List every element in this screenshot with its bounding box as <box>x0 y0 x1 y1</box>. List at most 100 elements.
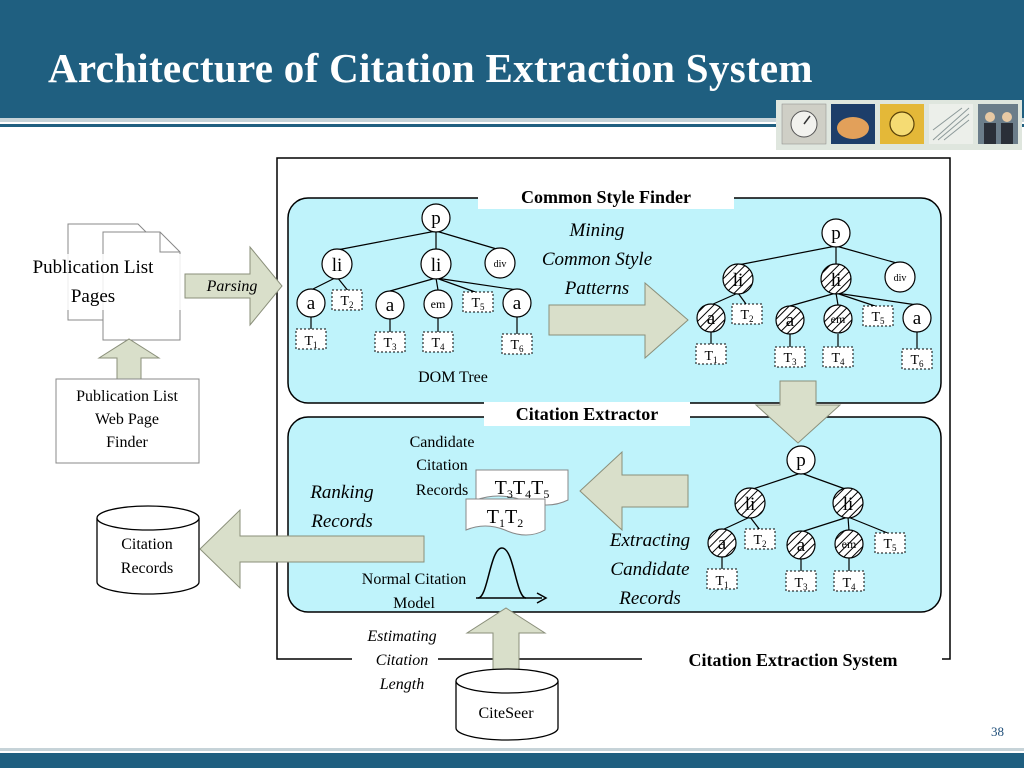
citeseer-cylinder <box>455 668 559 741</box>
finder-label-1: Publication List <box>76 388 178 405</box>
citation-records-cylinder <box>96 505 200 595</box>
extractor-token-t2: T2 <box>753 533 766 549</box>
normal-distribution-curve <box>476 547 548 604</box>
title-stripe-light <box>0 118 1024 122</box>
mined-tree-nodes <box>696 218 932 335</box>
parsing-arrow <box>184 245 283 327</box>
citeseer-label: CiteSeer <box>478 705 534 722</box>
extracting-label-2: Candidate <box>610 559 689 580</box>
extractor-tree-nodes <box>707 445 864 560</box>
system-title-mask <box>642 646 942 670</box>
mined-tree <box>710 245 918 350</box>
finder-label-3: Finder <box>106 434 148 451</box>
extractor-node-em: em <box>842 537 857 551</box>
parsing-label: Parsing <box>206 278 258 295</box>
dom-token-t6: T6 <box>510 338 524 354</box>
mined-node-li-2: li <box>831 270 842 291</box>
extractor-token-t1: T1 <box>715 574 728 590</box>
candidate-label-1: Candidate <box>410 434 475 451</box>
mined-token-t4: T4 <box>831 351 845 367</box>
dom-token-t4: T4 <box>431 336 445 352</box>
citation-records-label-2: Records <box>121 560 173 577</box>
ranking-label-1: Ranking <box>309 482 373 503</box>
slide-title: Architecture of Citation Extraction Syst… <box>48 45 813 91</box>
mining-arrow <box>548 281 689 360</box>
mined-token-t6: T6 <box>910 353 924 369</box>
estimating-label-1: Estimating <box>366 628 436 645</box>
system-outer-box <box>276 157 951 660</box>
dom-node-p: p <box>431 208 441 229</box>
extracting-arrow <box>579 450 689 532</box>
candidate-record-card-2 <box>465 498 546 536</box>
dom-tree <box>310 230 518 334</box>
normal-model-label-2: Model <box>393 595 435 612</box>
output-to-records-arrow <box>199 508 425 590</box>
normal-model-label-1: Normal Citation <box>362 571 466 588</box>
extractor-node-li-1: li <box>745 494 756 515</box>
extractor-token-t3: T3 <box>794 576 808 592</box>
decorative-photo-strip <box>776 100 1022 150</box>
extractor-node-a-2: a <box>797 535 806 556</box>
dom-tree-label: DOM Tree <box>418 369 488 386</box>
estimating-label-2: Citation <box>376 652 428 669</box>
estimating-label-3: Length <box>379 676 424 693</box>
extractor-node-p: p <box>796 450 806 471</box>
mined-node-p: p <box>831 223 841 244</box>
mined-token-t5: T5 <box>871 310 885 326</box>
finder-up-arrow <box>97 338 161 380</box>
citation-extraction-system-label: Citation Extraction System <box>689 650 898 670</box>
common-style-finder-label: Common Style Finder <box>521 187 691 207</box>
dom-tree-tokens <box>295 289 533 355</box>
candidate-label-2: Citation <box>416 457 468 474</box>
mined-token-t1: T1 <box>704 349 717 365</box>
finder-label-2: Web Page <box>95 411 159 428</box>
mined-tree-tokens <box>695 303 933 370</box>
title-stripe-dark <box>0 124 1024 127</box>
publication-list-web-page-finder-box <box>55 378 200 464</box>
dom-node-li-2: li <box>431 255 442 276</box>
extracting-label-1: Extracting <box>609 530 690 551</box>
extractor-token-t4: T4 <box>842 576 856 592</box>
mined-node-div: div <box>894 273 907 284</box>
slide-number: 38 <box>991 724 1004 739</box>
dom-node-em: em <box>431 297 446 311</box>
title-bar <box>0 0 1024 118</box>
dom-tree-nodes <box>296 203 532 320</box>
dom-token-t2: T2 <box>340 294 353 310</box>
extractor-node-li-2: li <box>843 494 854 515</box>
publication-list-pages-label-2: Pages <box>71 286 115 307</box>
extractor-token-t5: T5 <box>883 537 897 553</box>
candidate-record-t3t4t5: T3T4T5 <box>495 477 550 501</box>
mined-node-li-1: li <box>733 270 744 291</box>
dom-node-div: div <box>494 259 507 270</box>
system-label-mask <box>352 650 438 670</box>
ranking-label-2: Records <box>310 511 373 532</box>
dom-node-li-1: li <box>332 255 343 276</box>
mining-label-1: Mining <box>569 220 625 241</box>
candidate-record-t1t2: T1T2 <box>487 506 523 530</box>
mined-token-t2: T2 <box>740 308 753 324</box>
extractor-node-a-1: a <box>718 533 727 554</box>
extractor-tree-tokens <box>706 528 906 592</box>
candidate-label-3: Records <box>416 482 468 499</box>
mined-node-a-2: a <box>786 310 795 331</box>
mined-node-em: em <box>831 312 846 326</box>
dom-node-a-2: a <box>386 295 395 316</box>
mined-node-a-3: a <box>913 308 922 329</box>
mining-label-3: Patterns <box>564 278 629 299</box>
publication-list-pages-label-1: Publication List <box>33 257 155 278</box>
citation-extractor-label-mask <box>484 402 690 426</box>
dom-node-a-1: a <box>307 293 316 314</box>
extractor-tree <box>721 472 891 572</box>
citation-records-label-1: Citation <box>121 536 173 553</box>
dom-node-a-3: a <box>513 293 522 314</box>
dom-token-t5: T5 <box>471 296 485 312</box>
footer-stripe-light <box>0 748 1024 751</box>
finder-to-extractor-arrow <box>754 380 842 444</box>
citation-extractor-label: Citation Extractor <box>516 404 658 424</box>
mined-node-a-1: a <box>707 308 716 329</box>
common-style-finder-label-mask <box>478 185 734 209</box>
mined-token-t3: T3 <box>783 351 797 367</box>
dom-token-t3: T3 <box>383 336 397 352</box>
